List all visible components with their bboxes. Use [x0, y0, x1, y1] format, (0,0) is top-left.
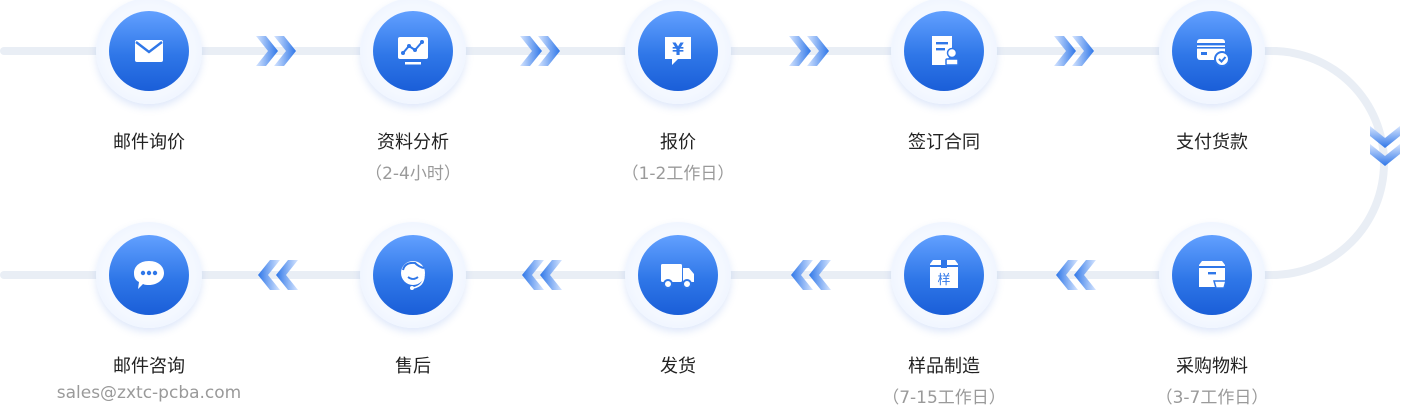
chevron-left-icon-1 — [1052, 258, 1098, 292]
step-icon-circle — [109, 235, 189, 315]
step-label: 支付货款 — [1176, 132, 1248, 153]
step-sub: （1-2工作日） — [621, 164, 735, 184]
sample-box-icon: 样 — [930, 260, 958, 288]
step-label: 报价 — [660, 132, 696, 153]
step-icon-circle — [373, 235, 453, 315]
step-sub: （7-15工作日） — [882, 388, 1006, 408]
step-label: 售后 — [395, 356, 431, 377]
headset-agent-icon — [401, 261, 425, 290]
card-check-icon — [1197, 39, 1230, 67]
chevron-left-icon-3 — [518, 258, 564, 292]
chevron-right-icon-2 — [518, 34, 564, 68]
chevron-left-icon-4 — [254, 258, 300, 292]
monitor-chart-icon — [398, 37, 428, 65]
step-sub: （2-4小时） — [365, 164, 461, 184]
step-icon-circle: 样 — [904, 235, 984, 315]
step-icon-circle — [109, 11, 189, 91]
step-label: 邮件询价 — [113, 132, 185, 153]
step-label: 邮件咨询 — [113, 356, 185, 377]
step-icon-circle — [638, 235, 718, 315]
contract-icon — [932, 36, 959, 66]
chat-bubble-icon — [134, 261, 164, 289]
chevron-right-icon-4 — [1052, 34, 1098, 68]
step-icon-circle — [1172, 11, 1252, 91]
step-sub: （3-7工作日） — [1155, 388, 1269, 408]
step-icon-circle — [904, 11, 984, 91]
step-icon-circle — [373, 11, 453, 91]
chevron-left-icon-2 — [787, 258, 833, 292]
step-label: 资料分析 — [377, 132, 449, 153]
envelope-icon — [135, 40, 163, 62]
chevron-down-icon — [1368, 124, 1402, 170]
step-label: 样品制造 — [908, 356, 980, 377]
chevron-right-icon-3 — [787, 34, 833, 68]
step-label: 发货 — [660, 356, 696, 377]
svg-text:¥: ¥ — [672, 40, 684, 60]
chevron-right-icon-1 — [254, 34, 300, 68]
step-label: 签订合同 — [908, 132, 980, 153]
step-sub: sales@zxtc-pcba.com — [56, 383, 242, 403]
truck-icon — [661, 264, 694, 289]
step-label: 采购物料 — [1176, 356, 1248, 377]
step-icon-circle: ¥ — [638, 11, 718, 91]
box-cart-icon — [1199, 261, 1227, 289]
svg-text:样: 样 — [937, 273, 950, 288]
yen-bubble-icon: ¥ — [665, 37, 691, 65]
step-icon-circle — [1172, 235, 1252, 315]
